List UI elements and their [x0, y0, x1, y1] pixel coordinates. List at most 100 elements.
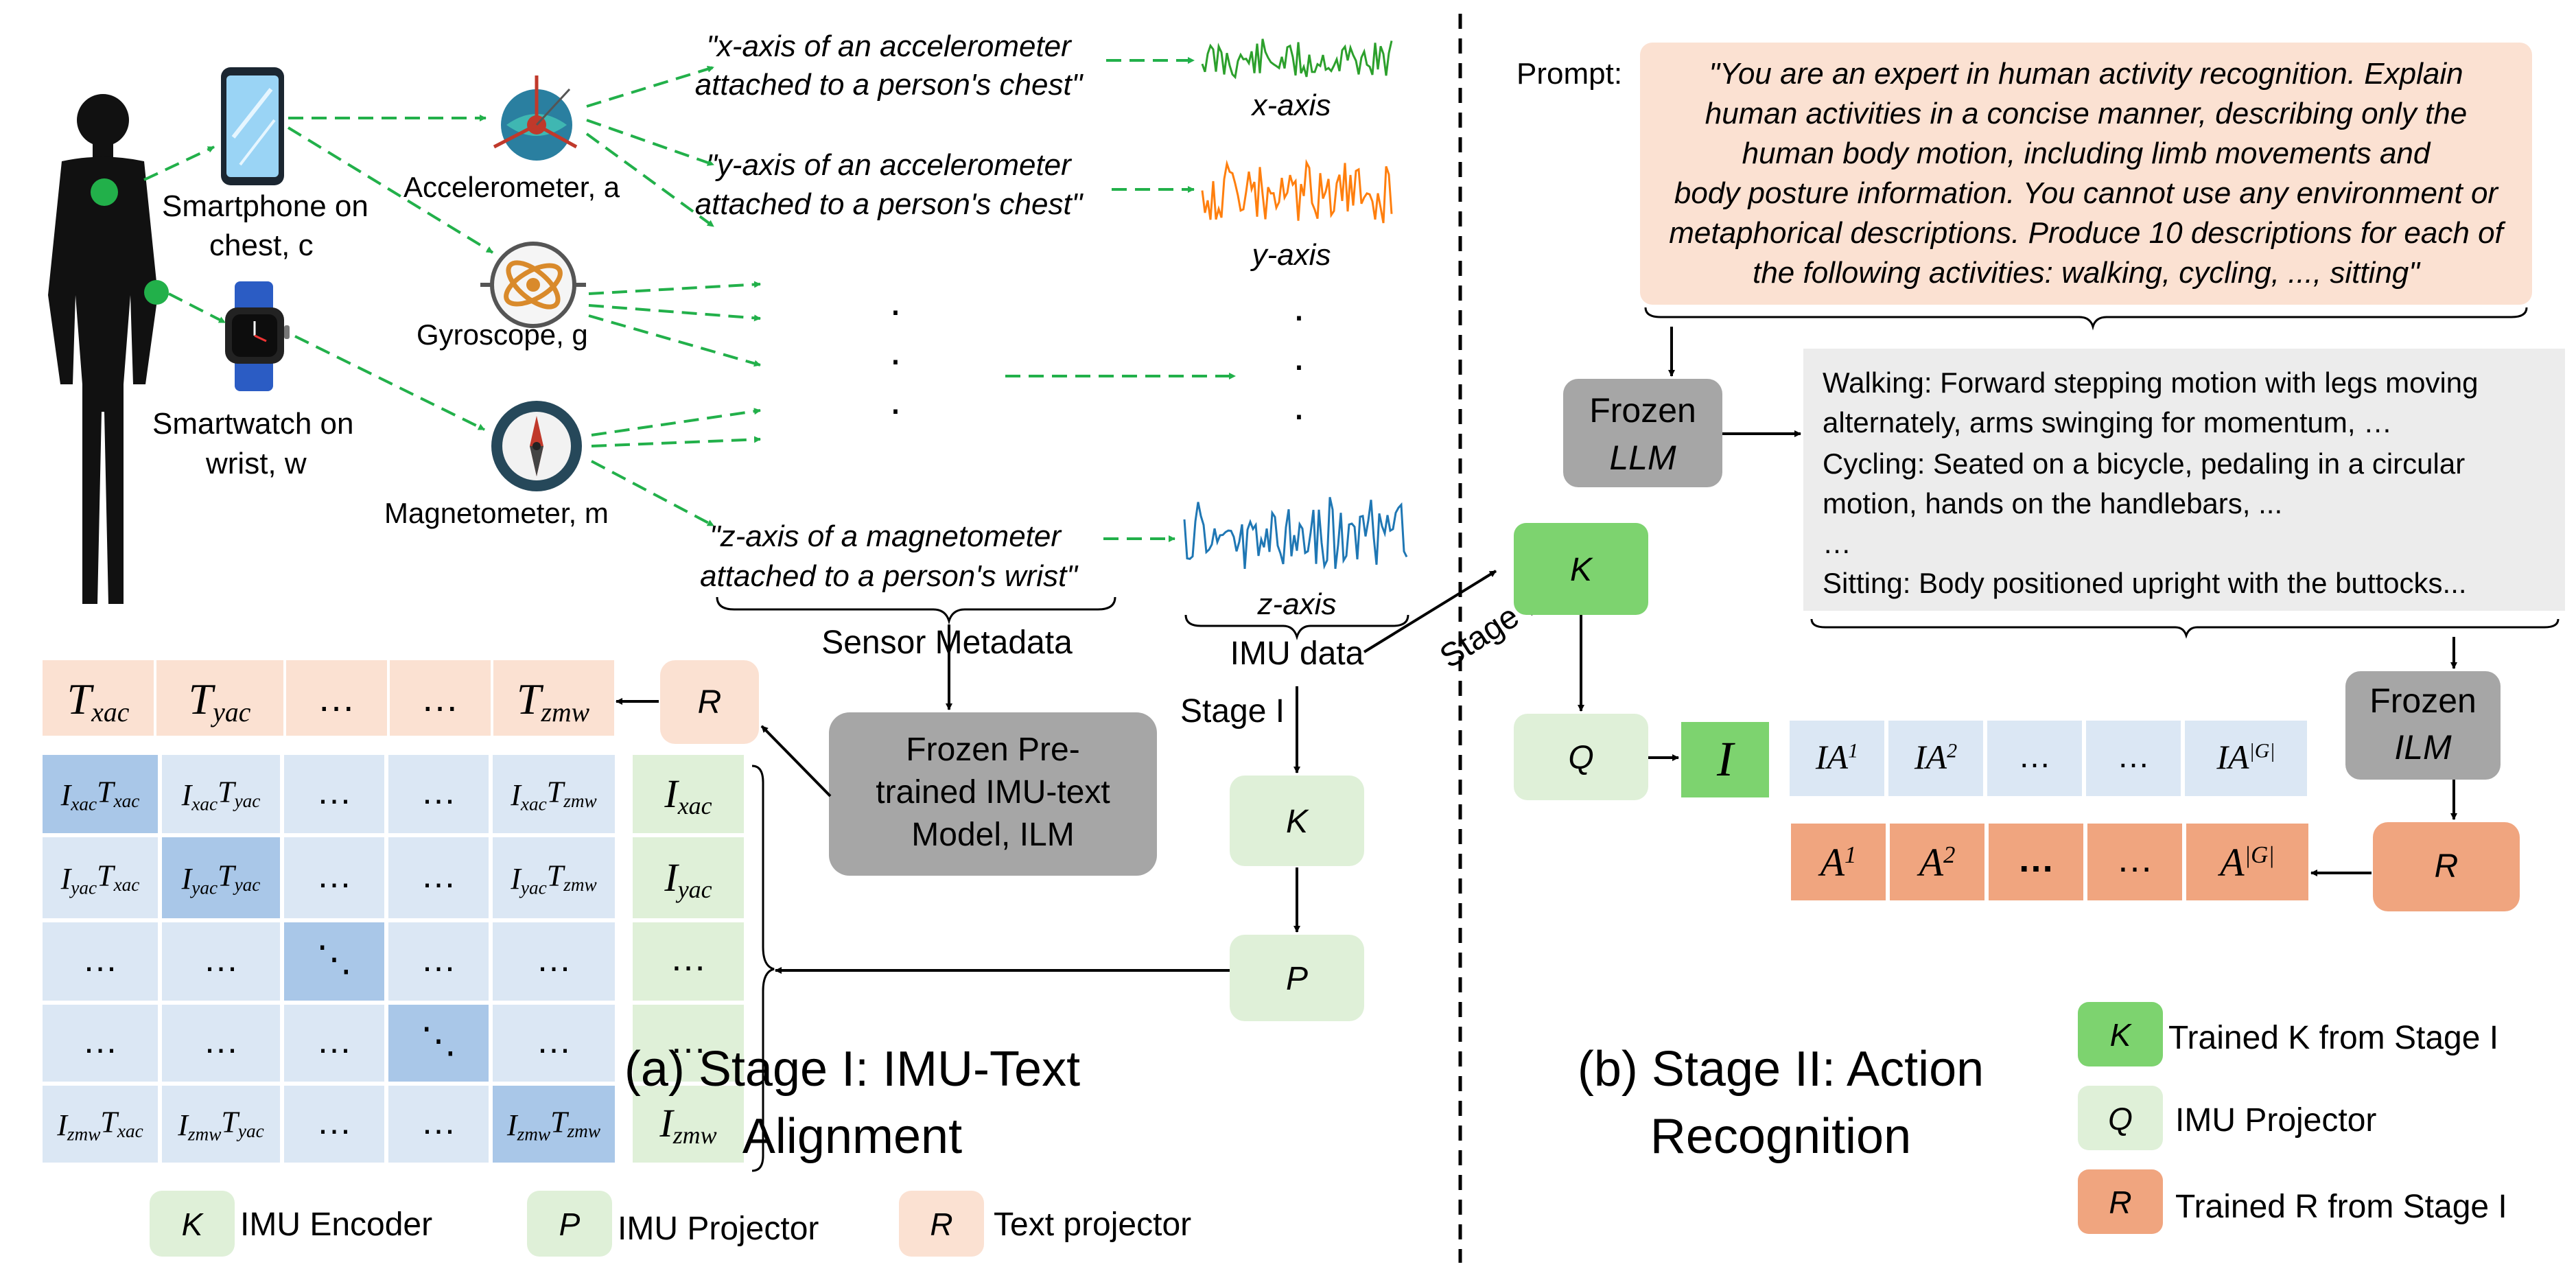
matrix-cell-text: …	[316, 1021, 352, 1061]
matrix-cell-text: IzmwTyac	[177, 1105, 264, 1144]
stage-one-caption-line2: Alignment	[742, 1109, 962, 1164]
z-axis-signal-label: z-axis	[1257, 587, 1337, 621]
action-embedding-cell: A|G|	[2217, 840, 2275, 885]
legend-p-label: IMU Projector	[618, 1211, 819, 1247]
prompt-line: "You are an expert in human activity rec…	[1709, 57, 2463, 91]
imu-data-label: IMU data	[1230, 636, 1364, 672]
person-silhouette-icon	[48, 94, 169, 604]
metadata-x-line1: "x-axis of an accelerometer	[706, 30, 1073, 63]
legend-k-label: IMU Encoder	[240, 1206, 432, 1243]
matrix-cell-text: IyacTxac	[60, 859, 140, 898]
action-embedding-cell: …	[2017, 839, 2054, 880]
legend-trained-r-symbol: R	[2109, 1185, 2131, 1220]
metadata-y-line2: attached to a person's chest"	[695, 187, 1084, 221]
prompt-label: Prompt:	[1517, 57, 1622, 91]
imu-data-brace	[1184, 614, 1409, 641]
legend-q-swatch	[2078, 1086, 2163, 1150]
x-axis-signal-label: x-axis	[1251, 89, 1331, 122]
legend-r-swatch	[899, 1191, 984, 1257]
x-axis-signal	[1201, 38, 1393, 80]
matrix-cell	[43, 1086, 158, 1163]
matrix-cell-text: …	[203, 1021, 239, 1061]
matrix-cell	[162, 1005, 280, 1082]
stage-two-k-symbol: K	[1570, 552, 1593, 588]
sensor-metadata-brace	[716, 596, 1116, 625]
prompt-line: metaphorical descriptions. Produce 10 de…	[1669, 216, 2506, 250]
imu-embedding-cell: Ixac	[664, 771, 712, 819]
frozen-ilm-line3: Model, ILM	[911, 817, 1074, 853]
smartwatch-label: Smartwatch on	[152, 407, 353, 441]
legend-trained-k-swatch	[2078, 1002, 2163, 1066]
matrix-diagonal-cell	[284, 922, 384, 1001]
text-embedding-cell: …	[317, 676, 355, 719]
matrix-cell	[284, 755, 384, 833]
action-embedding-cell: …	[2116, 839, 2153, 880]
legend-k-swatch	[150, 1191, 235, 1257]
metadata-ellipsis-dot: ·	[889, 287, 902, 333]
gyroscope-label: Gyroscope, g	[417, 318, 588, 351]
matrix-cell	[284, 1005, 384, 1082]
prompt-line: human body motion, including limb moveme…	[1742, 137, 2431, 170]
matrix-cell-text: IyacTzmw	[510, 859, 596, 898]
stage-two-q-box: Q	[1514, 714, 1648, 800]
matrix-cell	[388, 755, 489, 833]
activity-description-line: Walking: Forward stepping motion with le…	[1823, 366, 2479, 399]
signal-ellipsis-dot: ·	[1292, 292, 1306, 338]
legend-r-symbol: R	[930, 1206, 952, 1242]
text-embedding-cell: Tzmw	[517, 675, 590, 727]
matrix-cell	[43, 837, 158, 918]
legend-trained-r-label: Trained R from Stage I	[2175, 1189, 2507, 1225]
activity-description-line: Cycling: Seated on a bicycle, pedaling i…	[1823, 447, 2465, 480]
text-projector-r-symbol: R	[698, 684, 722, 721]
matrix-cell	[493, 922, 615, 1001]
legend-p-symbol: P	[559, 1206, 581, 1242]
stage-one-legend: K IMU Encoder P IMU Projector R Text pro…	[150, 1191, 1191, 1257]
action-embedding-cell: A2	[1917, 840, 1956, 885]
y-axis-signal	[1201, 159, 1393, 224]
metadata-ellipsis-dot: ·	[889, 386, 902, 432]
matrix-cell-text: IyacTyac	[181, 859, 261, 898]
text-embedding-cell: …	[421, 676, 459, 719]
smartwatch-icon	[225, 281, 290, 391]
imu-embedding-column: Ixac Iyac … … Izmw	[633, 755, 744, 1163]
matrix-diagonal-cell	[493, 1086, 615, 1163]
sensor-connector-arrows	[143, 57, 1236, 542]
gyroscope-icon	[480, 242, 586, 328]
imu-projector-p-box: P	[1230, 935, 1364, 1021]
matrix-cell	[43, 922, 158, 1001]
matrix-cell-text: …	[536, 940, 572, 979]
magnetometer-label: Magnetometer, m	[384, 497, 609, 529]
legend-trained-r-swatch	[2078, 1169, 2163, 1234]
stage-two-arrows	[1578, 327, 2457, 876]
activity-description-line: …	[1823, 527, 1851, 559]
activity-description-line: alternately, arms swinging for momentum,…	[1823, 406, 2392, 439]
prompt-line: body posture information. You cannot use…	[1674, 176, 2500, 210]
action-embedding-row: A1 A2 … … A|G|	[1791, 824, 2308, 900]
stage-two-ilm-line2: ILM	[2394, 728, 2452, 767]
legend-p-swatch	[527, 1191, 612, 1257]
imu-embedding-brace	[751, 765, 775, 1172]
text-embedding-cell: Tyac	[189, 675, 251, 727]
imu-projector-p-symbol: P	[1286, 961, 1308, 997]
prompt-line: the following activities: walking, cycli…	[1753, 256, 2421, 290]
sensor-metadata-label: Sensor Metadata	[821, 625, 1073, 661]
imu-action-cell: IA|G|	[2216, 738, 2275, 776]
matrix-cell	[43, 1005, 158, 1082]
matrix-cell	[493, 755, 615, 833]
accelerometer-icon	[493, 75, 578, 161]
stage-two-i-box: I	[1681, 722, 1769, 797]
matrix-diagonal-cell	[43, 755, 158, 833]
matrix-cell-text: IzmwTxac	[56, 1105, 143, 1144]
frozen-ilm-line1: Frozen Pre-	[906, 732, 1079, 768]
matrix-cell-text: IxacTzmw	[510, 775, 596, 814]
imu-action-row: IA1 IA2 … … IA|G|	[1790, 721, 2307, 796]
stage-two-k-box: K	[1514, 523, 1648, 615]
frozen-llm-box: Frozen LLM	[1563, 379, 1722, 487]
stage-two-i-symbol: I	[1716, 732, 1735, 786]
stage-one-caption-line1: (a) Stage I: IMU-Text	[624, 1042, 1080, 1097]
matrix-cell-text: …	[82, 1021, 118, 1061]
text-projector-r-box: R	[660, 660, 759, 744]
matrix-cell	[493, 837, 615, 918]
activity-description-line: motion, hands on the handlebars, ...	[1823, 487, 2282, 520]
